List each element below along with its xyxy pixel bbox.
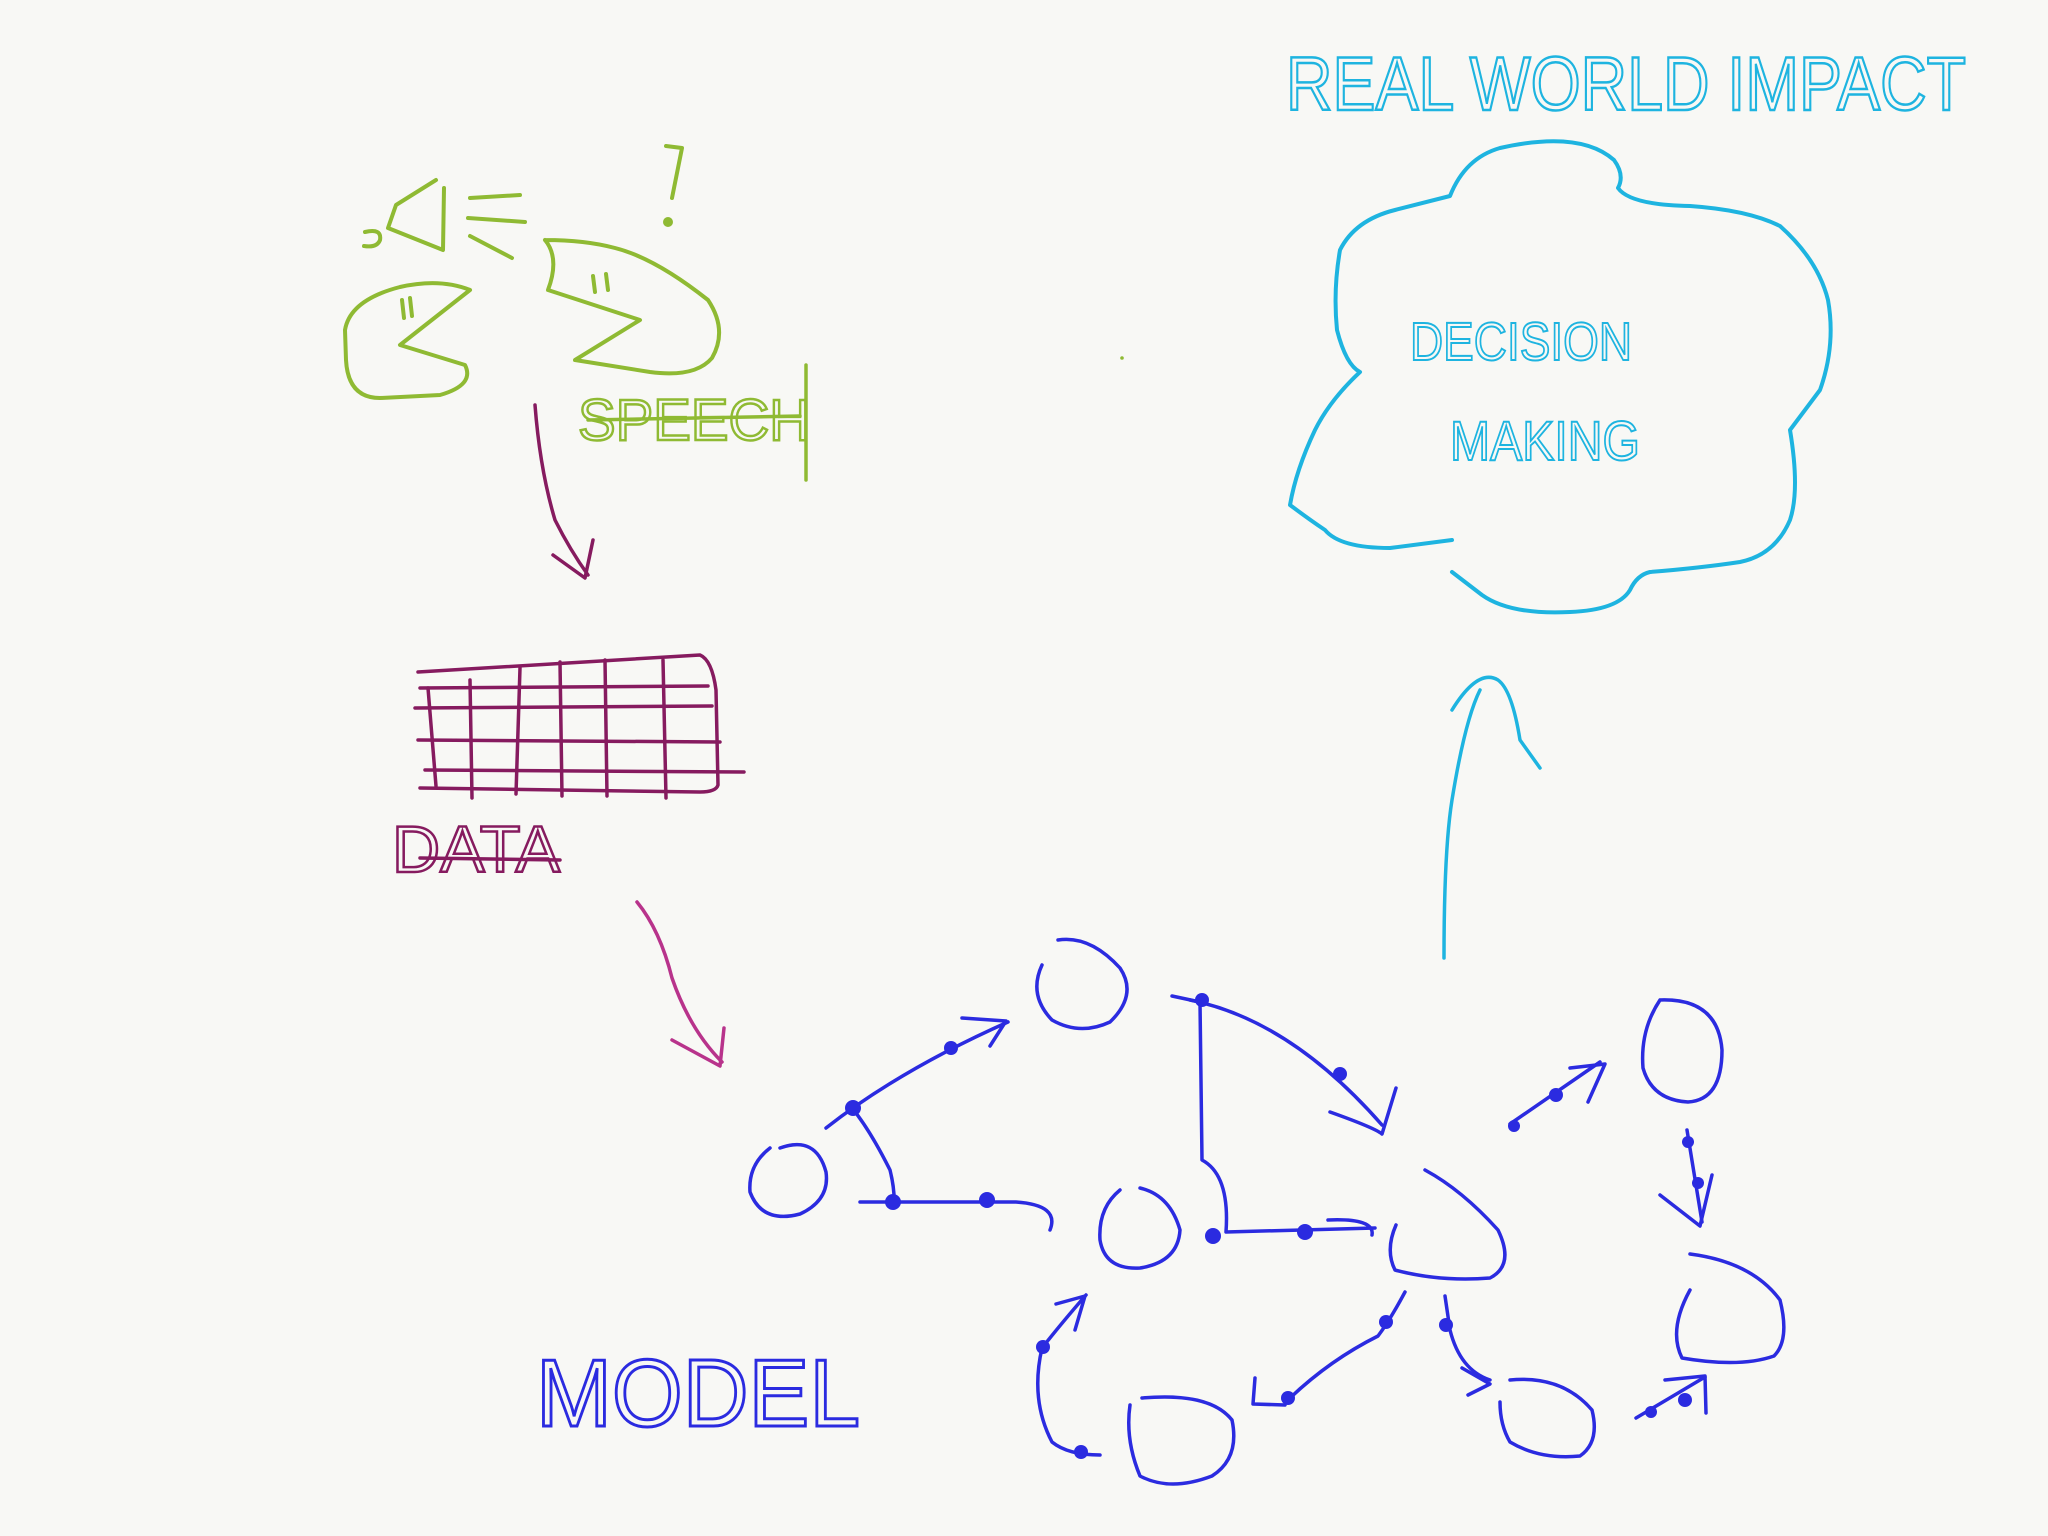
data-table-icon <box>413 653 746 800</box>
graph-edge <box>1170 994 1377 1234</box>
graph-edge <box>1328 1086 1398 1136</box>
stray-dot <box>1120 356 1124 360</box>
arrow-data-to-model <box>635 900 726 1068</box>
graph-edge <box>1568 1062 1607 1104</box>
model-graph <box>748 937 1786 1486</box>
graph-node <box>1388 1168 1507 1281</box>
graph-edge <box>960 1016 1008 1048</box>
graph-edge <box>1663 1374 1708 1415</box>
graph-edge <box>1036 1293 1102 1457</box>
graph-node <box>1674 1252 1786 1365</box>
data-strike <box>418 856 562 862</box>
graph-node <box>748 1142 829 1219</box>
making-label: MAKING <box>1450 409 1640 472</box>
speaker-heads-icon <box>343 144 722 400</box>
graph-edge <box>858 1200 1054 1232</box>
graph-node <box>1035 937 1129 1031</box>
graph-edge <box>1326 1218 1374 1237</box>
impact-title: REAL WORLD IMPACT <box>1286 42 1966 127</box>
graph-node <box>1127 1395 1236 1486</box>
graph-edge <box>1288 1290 1407 1400</box>
arrow-speech-to-data <box>533 403 595 580</box>
data-label: DATA <box>392 812 560 886</box>
graph-edge-dots <box>845 993 1704 1459</box>
graph-node <box>1640 998 1724 1104</box>
graph-edge <box>850 1106 896 1208</box>
graph-edge <box>1460 1366 1492 1397</box>
model-label: MODEL <box>536 1340 860 1447</box>
graph-edge <box>1188 998 1384 1127</box>
speech-strike <box>586 414 802 422</box>
graph-node <box>1498 1377 1596 1459</box>
graph-edge <box>1443 1294 1492 1382</box>
graph-node <box>1098 1186 1182 1270</box>
thought-cloud-icon <box>1288 139 1833 615</box>
decision-label: DECISION <box>1410 312 1632 372</box>
graph-edge <box>1054 1294 1087 1332</box>
graph-edge <box>824 1020 1010 1130</box>
graph-edge <box>1251 1376 1287 1407</box>
graph-edge <box>1658 1173 1714 1228</box>
arrow-model-to-impact <box>1442 675 1542 960</box>
